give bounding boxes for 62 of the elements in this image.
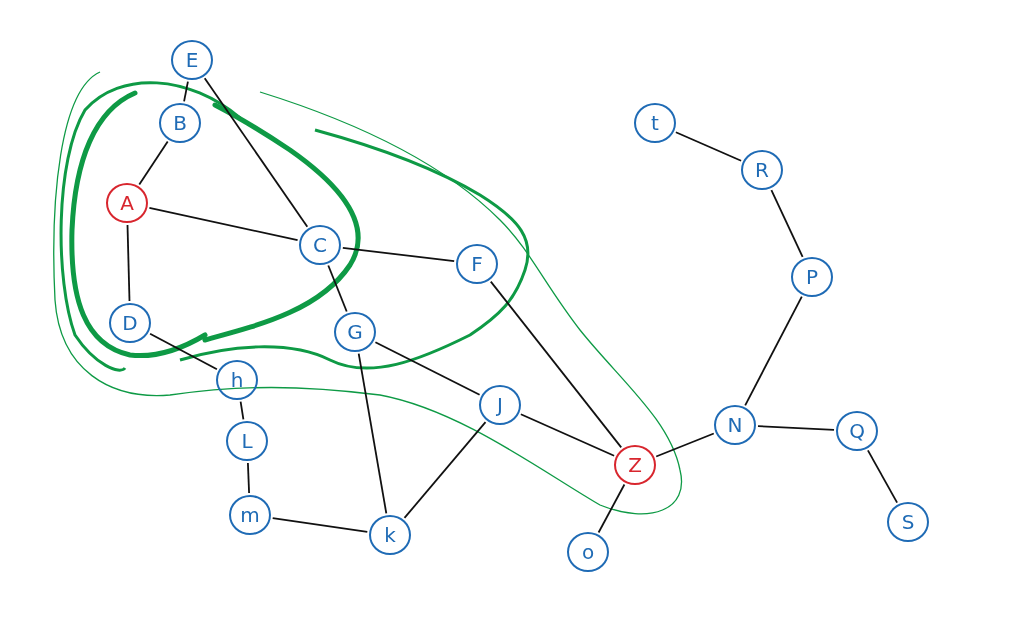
node-circle: [887, 502, 929, 542]
node-label: S: [901, 512, 915, 532]
edge-line: [770, 189, 804, 258]
edge-line: [489, 280, 623, 449]
edge-line: [655, 432, 715, 458]
node-circle: [714, 405, 756, 445]
edge-line: [327, 264, 348, 313]
edge-line: [138, 140, 169, 186]
node-circle: [159, 103, 201, 143]
node-label: m: [240, 505, 260, 525]
node-circle: [634, 103, 676, 143]
node-label: L: [241, 431, 253, 451]
node-label: o: [581, 542, 595, 562]
node-circle: [567, 532, 609, 572]
edge-line: [675, 131, 742, 162]
node-label: h: [230, 370, 244, 390]
node-label: Q: [849, 421, 865, 441]
edge-line: [744, 295, 803, 407]
edge-line: [757, 425, 835, 431]
node-circle: [109, 303, 151, 343]
node-circle: [456, 244, 498, 284]
node-label: N: [727, 415, 743, 435]
node-circle: [791, 257, 833, 297]
edge-line: [867, 449, 898, 504]
node-label: R: [755, 160, 769, 180]
edge-line: [341, 246, 456, 263]
edge-line: [148, 207, 299, 241]
node-circle: [334, 312, 376, 352]
node-circle: [741, 150, 783, 190]
edge-line: [239, 400, 245, 421]
node-circle: [369, 515, 411, 555]
node-circle: [106, 183, 148, 223]
edge-line: [403, 421, 487, 519]
node-circle: [836, 411, 878, 451]
node-label: k: [384, 525, 396, 545]
node-label: F: [471, 254, 483, 274]
node-label: B: [173, 113, 187, 133]
edge-line: [183, 80, 189, 103]
edge-line: [203, 77, 309, 228]
node-circle: [299, 225, 341, 265]
node-circle: [226, 421, 268, 461]
node-circle: [216, 360, 258, 400]
edge-line: [357, 352, 388, 515]
node-label: G: [347, 322, 363, 342]
node-label: J: [497, 395, 503, 415]
node-circle: [229, 495, 271, 535]
node-label: E: [185, 50, 199, 70]
edge-line: [520, 413, 615, 457]
node-label: P: [805, 267, 819, 287]
edge-line: [271, 517, 369, 533]
node-label: C: [313, 235, 327, 255]
edge-line: [374, 341, 481, 396]
node-circle: [614, 445, 656, 485]
node-label: Z: [628, 455, 642, 475]
edge-line: [149, 332, 218, 371]
node-circle: [171, 40, 213, 80]
edge-line: [126, 224, 131, 302]
edge-line: [247, 462, 250, 494]
node-label: A: [120, 193, 134, 213]
node-label: t: [651, 113, 659, 133]
node-circle: [479, 385, 521, 425]
node-label: D: [122, 313, 138, 333]
